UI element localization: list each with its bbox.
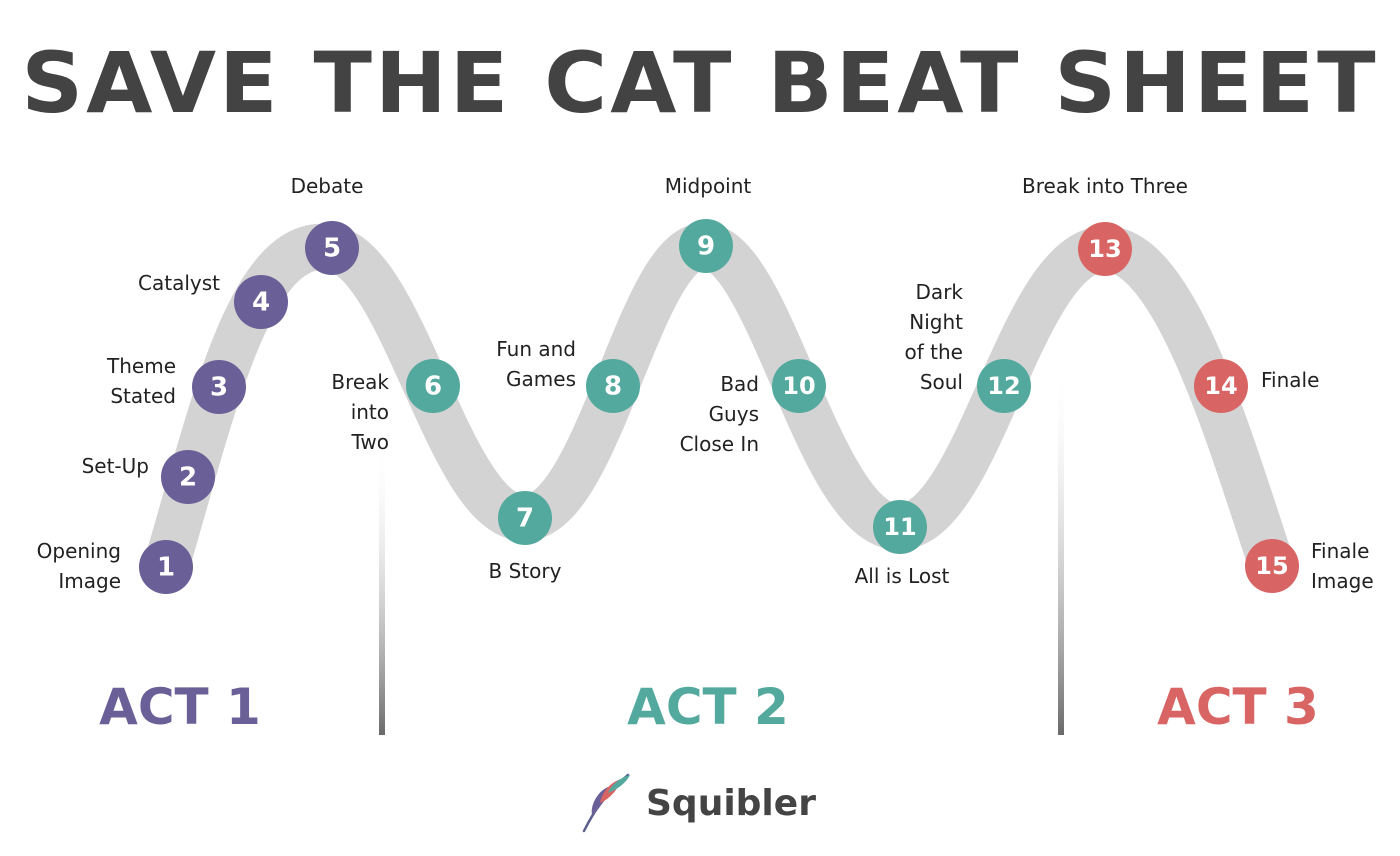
beat-11-number: 11 — [883, 513, 916, 541]
beat-15-number: 15 — [1255, 552, 1288, 580]
beat-7-number: 7 — [516, 504, 534, 534]
act-3-label: ACT 3 — [1157, 678, 1319, 736]
beat-2-number: 2 — [179, 463, 197, 493]
beat-6-marker: 6 — [406, 359, 460, 413]
beat-5-circle — [305, 221, 359, 275]
beat-1-number: 1 — [157, 553, 175, 583]
beat-11-circle — [873, 500, 927, 554]
beat-9-number: 9 — [697, 232, 715, 262]
beat-14-circle — [1194, 359, 1248, 413]
quill-feather-icon — [582, 773, 630, 833]
beat-10-marker: 10 — [772, 359, 826, 413]
beat-13-circle — [1078, 222, 1132, 276]
squibler-brand: Squibler — [580, 768, 816, 838]
beat-12-circle — [977, 359, 1031, 413]
beat-12-marker: 12 — [977, 359, 1031, 413]
beat-5-marker: 5 — [305, 221, 359, 275]
act-1-label: ACT 1 — [99, 678, 261, 736]
beat-12-number: 12 — [987, 372, 1020, 400]
beat-14-label: Finale — [1261, 368, 1320, 392]
page-title: SAVE THE CAT BEAT SHEET — [21, 34, 1379, 132]
beat-5-label: Debate — [290, 174, 364, 198]
beat-7-label: B Story — [488, 559, 562, 583]
act-divider-1 — [379, 440, 385, 735]
beat-6-label: Break into Two — [331, 370, 389, 454]
beat-6-circle — [406, 359, 460, 413]
beat-2-label: Set-Up — [81, 454, 149, 478]
beat-3-circle — [192, 360, 246, 414]
act-2-label: ACT 2 — [627, 678, 789, 736]
beat-13-label: Break into Three — [1022, 174, 1188, 198]
beat-8-label: Fun and Games — [496, 337, 576, 391]
beat-1-label: Opening Image — [36, 539, 121, 593]
brand-name: Squibler — [646, 782, 816, 824]
beat-1-marker: 1 — [139, 540, 193, 594]
beat-3-number: 3 — [210, 373, 228, 403]
beat-4-marker: 4 — [234, 275, 288, 329]
beat-11-label: All is Lost — [854, 564, 950, 588]
beat-13-number: 13 — [1088, 235, 1121, 263]
beat-15-label: Finale Image — [1311, 539, 1374, 593]
beat-15-marker: 15 — [1245, 539, 1299, 593]
beat-4-number: 4 — [252, 288, 270, 318]
beat-8-number: 8 — [604, 372, 622, 402]
beat-15-circle — [1245, 539, 1299, 593]
beat-2-marker: 2 — [161, 450, 215, 504]
beat-6-number: 6 — [424, 372, 442, 402]
beat-12-label: Dark Night of the Soul — [904, 280, 963, 394]
beat-9-circle — [679, 219, 733, 273]
beat-10-number: 10 — [782, 372, 815, 400]
beat-13-marker: 13 — [1078, 222, 1132, 276]
beat-4-label: Catalyst — [138, 271, 220, 295]
beat-4-circle — [234, 275, 288, 329]
beat-1-circle — [139, 540, 193, 594]
beat-9-label: Midpoint — [664, 174, 752, 198]
beat-10-circle — [772, 359, 826, 413]
beat-2-circle — [161, 450, 215, 504]
beat-3-label: Theme Stated — [107, 354, 176, 408]
beat-11-marker: 11 — [873, 500, 927, 554]
beat-3-marker: 3 — [192, 360, 246, 414]
beat-7-circle — [498, 491, 552, 545]
beat-8-marker: 8 — [586, 359, 640, 413]
beat-5-number: 5 — [323, 234, 341, 264]
beat-10-label: Bad Guys Close In — [679, 372, 759, 456]
act-divider-2 — [1058, 360, 1064, 735]
beat-14-number: 14 — [1204, 372, 1237, 400]
beat-9-marker: 9 — [679, 219, 733, 273]
beat-14-marker: 14 — [1194, 359, 1248, 413]
beat-7-marker: 7 — [498, 491, 552, 545]
beat-8-circle — [586, 359, 640, 413]
